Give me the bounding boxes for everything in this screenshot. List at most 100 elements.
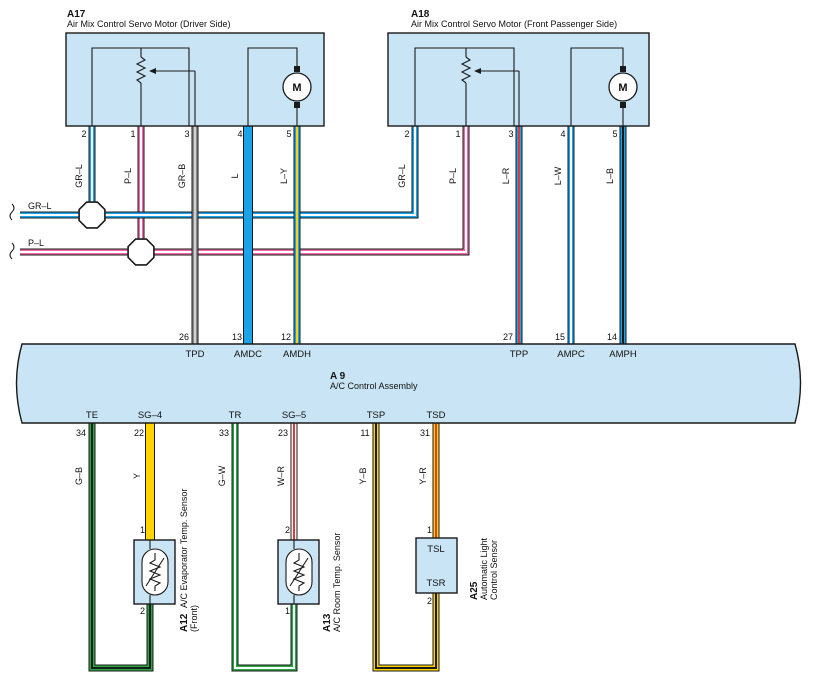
a9-bottom-terminal: SG–5 bbox=[282, 410, 306, 421]
a9-name: A/C Control Assembly bbox=[330, 381, 418, 391]
a17-pin-2: 2 bbox=[81, 129, 86, 139]
side-wire-breaks bbox=[9, 203, 15, 260]
a18-pin-3: 3 bbox=[508, 129, 513, 139]
junction-grl bbox=[78, 201, 106, 229]
a9-top-pin: 14 bbox=[607, 332, 617, 342]
component-a18: A18 Air Mix Control Servo Motor (Front P… bbox=[387, 9, 650, 188]
a9-bottom-wire-code: W–R bbox=[276, 466, 286, 487]
a9-top-pin: 26 bbox=[179, 332, 189, 342]
a18-pin-5: 5 bbox=[612, 129, 617, 139]
a25-pin-bottom: 2 bbox=[427, 596, 432, 606]
a12-name: A/C Evaporator Temp. Sensor bbox=[179, 489, 189, 608]
a17-wire-code: L–Y bbox=[279, 168, 289, 184]
a25-term-tsr: TSR bbox=[427, 578, 446, 589]
a17-pin-3: 3 bbox=[184, 129, 189, 139]
a9-bottom-terminal: SG–4 bbox=[138, 410, 162, 421]
a18-potentiometer bbox=[414, 47, 520, 126]
a9-bottom-pin: 22 bbox=[134, 428, 144, 438]
a9-top-terminal: AMDH bbox=[283, 349, 311, 360]
a9-bottom-pin: 33 bbox=[219, 428, 229, 438]
wires-layer bbox=[20, 126, 627, 672]
a18-name: Air Mix Control Servo Motor (Front Passe… bbox=[411, 19, 617, 29]
component-a25: TSL TSR A25 Automatic Light Control Sens… bbox=[415, 537, 499, 600]
a25-name: Automatic Light bbox=[479, 537, 489, 600]
a17-pin-5: 5 bbox=[286, 129, 291, 139]
side-wire-pl-label: P–L bbox=[28, 238, 44, 248]
a17-wire-code: GR–L bbox=[74, 164, 84, 188]
a18-wire-code: L–R bbox=[501, 167, 511, 184]
a13-pin-bottom: 1 bbox=[285, 606, 290, 616]
component-a12: A12 A/C Evaporator Temp. Sensor (Front) bbox=[133, 489, 199, 632]
a12-pin-top: 1 bbox=[140, 525, 145, 535]
a25-code: A25 bbox=[469, 581, 480, 600]
junction-pl bbox=[127, 238, 155, 266]
wire-gb-loop bbox=[88, 423, 154, 672]
a17-potentiometer bbox=[91, 47, 196, 126]
a9-bottom-labels: TE34G–BSG–422YTR33G–WSG–523W–RTSP11Y–BTS… bbox=[74, 410, 446, 486]
a17-code: A17 bbox=[67, 9, 86, 20]
a9-top-pin: 13 bbox=[232, 332, 242, 342]
a18-pin-4: 4 bbox=[560, 129, 565, 139]
component-a17: A17 Air Mix Control Servo Motor (Driver … bbox=[65, 9, 325, 188]
a9-bottom-pin: 11 bbox=[360, 428, 369, 438]
a9-bottom-pin: 23 bbox=[278, 428, 288, 438]
a17-motor: M bbox=[247, 47, 312, 126]
wire-yb-loop bbox=[372, 423, 440, 672]
a9-bottom-terminal: TE bbox=[86, 410, 98, 421]
wire-pl-a17 bbox=[20, 126, 145, 256]
a9-bottom-pin: 34 bbox=[76, 428, 86, 438]
a18-wire-code: GR–L bbox=[397, 164, 407, 188]
a17-wire-code: GR–B bbox=[177, 164, 187, 189]
a25-name-2: Control Sensor bbox=[489, 540, 499, 600]
a17-wire-code: L bbox=[230, 173, 240, 178]
a12-pin-bottom: 2 bbox=[140, 606, 145, 616]
a18-wire-code: P–L bbox=[448, 168, 458, 184]
wire-grl-a18 bbox=[92, 126, 419, 219]
a9-top-pin: 12 bbox=[281, 332, 291, 342]
a9-top-terminal: TPD bbox=[186, 349, 205, 360]
a25-pin-top: 1 bbox=[427, 525, 432, 535]
a13-pin-top: 2 bbox=[285, 525, 290, 535]
a9-bottom-wire-code: G–W bbox=[217, 465, 227, 486]
a25-term-tsl: TSL bbox=[427, 544, 444, 555]
junctions-layer bbox=[78, 201, 155, 266]
a12-sub: (Front) bbox=[189, 605, 199, 632]
component-a9: A 9 A/C Control Assembly 26TPD13AMDC12AM… bbox=[15, 332, 802, 486]
a17-pin-1: 1 bbox=[130, 129, 135, 139]
a25-box bbox=[415, 537, 458, 594]
a9-bottom-pin: 31 bbox=[420, 428, 430, 438]
a13-code: A13 bbox=[322, 613, 333, 632]
a9-bottom-terminal: TSD bbox=[427, 410, 446, 421]
a13-name: A/C Room Temp. Sensor bbox=[332, 533, 342, 632]
a9-top-pin: 15 bbox=[555, 332, 565, 342]
a9-top-terminal: AMPC bbox=[557, 349, 585, 360]
a9-top-terminal: TPP bbox=[510, 349, 528, 360]
a18-code: A18 bbox=[411, 9, 430, 20]
wire-gw-loop bbox=[231, 423, 298, 672]
a17-pin-labels: 2GR–L 1P–L 3GR–B 4L 5L–Y bbox=[74, 129, 292, 188]
a18-pin-2: 2 bbox=[404, 129, 409, 139]
a9-bottom-terminal: TR bbox=[229, 410, 242, 421]
a18-motor: M bbox=[570, 47, 638, 126]
side-wire-grl-label: GR–L bbox=[28, 201, 52, 211]
a9-bottom-wire-code: G–B bbox=[74, 467, 84, 485]
a17-motor-label: M bbox=[292, 82, 301, 94]
a18-pin-1: 1 bbox=[455, 129, 460, 139]
a18-wire-code: L–W bbox=[553, 166, 563, 185]
a17-wire-code: P–L bbox=[123, 168, 133, 184]
a9-bottom-wire-code: Y–R bbox=[418, 467, 428, 485]
a18-motor-label: M bbox=[618, 82, 627, 94]
a9-box bbox=[15, 343, 802, 424]
component-a13: A13 A/C Room Temp. Sensor bbox=[277, 533, 342, 632]
a9-top-terminal: AMDC bbox=[234, 349, 262, 360]
a17-pin-4: 4 bbox=[237, 129, 242, 139]
a18-pin-labels: 2GR–L 1P–L 3L–R 4L–W 5L–B bbox=[397, 129, 618, 188]
a18-wire-code: L–B bbox=[605, 168, 615, 184]
a9-bottom-wire-code: Y–B bbox=[358, 467, 368, 484]
a9-top-terminal: AMPH bbox=[609, 349, 637, 360]
a9-bottom-terminal: TSP bbox=[367, 410, 385, 421]
a12-code: A12 bbox=[179, 613, 190, 632]
a17-name: Air Mix Control Servo Motor (Driver Side… bbox=[67, 19, 231, 29]
